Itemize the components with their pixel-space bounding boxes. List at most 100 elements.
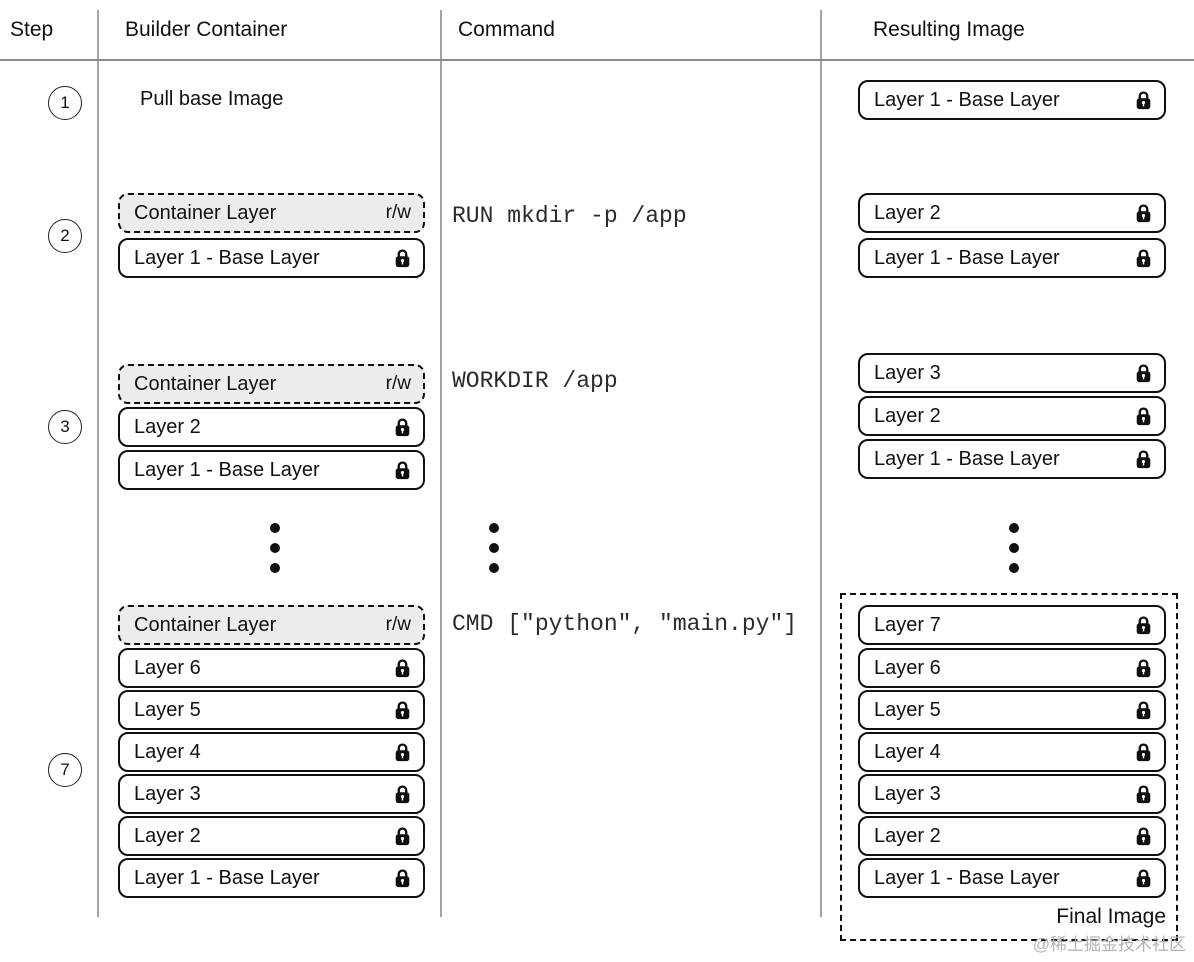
column-header-builder-container: Builder Container [125,18,288,41]
layer-box: Layer 3 [858,353,1166,393]
column-header-step: Step [10,18,54,41]
layer-box: Layer 2 [858,396,1166,436]
layer-box: Layer 4 [858,732,1166,772]
step-circle-2: 2 [48,219,82,253]
layer-label: Layer 4 [874,740,941,763]
command-text-workdir: WORKDIR /app [452,368,618,394]
step-number: 1 [60,93,70,112]
lock-icon [1135,868,1152,888]
layer-box: Layer 1 - Base Layer [118,450,425,490]
layer-label: Layer 4 [134,740,201,763]
layer-label: Layer 2 [874,404,941,427]
rw-badge: r/w [385,614,411,635]
lock-icon [1135,615,1152,635]
layer-label: Layer 6 [874,656,941,679]
column-header-resulting-image: Resulting Image [873,18,1025,41]
layer-label: Layer 1 - Base Layer [134,458,320,481]
step-number: 3 [60,417,70,436]
container-layer-box: Container Layer r/w [118,605,425,645]
container-layer-label: Container Layer [134,372,277,395]
step-number: 7 [60,760,70,779]
lock-icon [1135,363,1152,383]
layer-label: Layer 1 - Base Layer [874,447,1060,470]
step-circle-3: 3 [48,410,82,444]
lock-icon [1135,784,1152,804]
layer-box: Layer 5 [858,690,1166,730]
layer-box: Layer 1 - Base Layer [858,80,1166,120]
lock-icon [394,742,411,762]
layer-label: Layer 2 [134,824,201,847]
layer-box: Layer 1 - Base Layer [858,858,1166,898]
layer-box: Layer 1 - Base Layer [118,858,425,898]
lock-icon [394,868,411,888]
lock-icon [1135,658,1152,678]
column-divider-builder [440,10,442,917]
lock-icon [394,784,411,804]
step-circle-7: 7 [48,753,82,787]
lock-icon [1135,90,1152,110]
column-header-command: Command [458,18,555,41]
lock-icon [1135,742,1152,762]
lock-icon [394,417,411,437]
column-divider-command [820,10,822,917]
lock-icon [394,460,411,480]
step-number: 2 [60,226,70,245]
layer-label: Layer 1 - Base Layer [874,246,1060,269]
layer-label: Layer 3 [874,361,941,384]
layer-box: Layer 2 [118,816,425,856]
layer-box: Layer 3 [858,774,1166,814]
layer-box: Layer 6 [858,648,1166,688]
layer-label: Layer 1 - Base Layer [874,88,1060,111]
layer-label: Layer 3 [134,782,201,805]
builder-note-pull-base-image: Pull base Image [140,88,284,110]
step-circle-1: 1 [48,86,82,120]
layer-box: Layer 7 [858,605,1166,645]
layer-label: Layer 5 [134,698,201,721]
final-image-box [840,593,1178,941]
lock-icon [394,700,411,720]
layer-label: Layer 6 [134,656,201,679]
layer-box: Layer 3 [118,774,425,814]
layer-box: Layer 1 - Base Layer [858,238,1166,278]
lock-icon [394,248,411,268]
layer-label: Layer 1 - Base Layer [134,246,320,269]
layer-box: Layer 2 [858,816,1166,856]
layer-label: Layer 1 - Base Layer [134,866,320,889]
layer-label: Layer 7 [874,613,941,636]
ellipsis-dots [270,523,280,583]
lock-icon [394,658,411,678]
command-text-cmd: CMD ["python", "main.py"] [452,611,798,637]
ellipsis-dots [1009,523,1019,583]
layer-box: Layer 2 [858,193,1166,233]
layer-box: Layer 5 [118,690,425,730]
lock-icon [1135,203,1152,223]
header-divider [0,59,1194,61]
lock-icon [1135,248,1152,268]
ellipsis-dots [489,523,499,583]
layer-label: Layer 5 [874,698,941,721]
rw-badge: r/w [385,202,411,223]
layer-box: Layer 4 [118,732,425,772]
rw-badge: r/w [385,373,411,394]
lock-icon [394,826,411,846]
column-divider-step [97,10,99,917]
container-layer-box: Container Layer r/w [118,193,425,233]
container-layer-box: Container Layer r/w [118,364,425,404]
lock-icon [1135,406,1152,426]
lock-icon [1135,826,1152,846]
lock-icon [1135,449,1152,469]
final-image-label: Final Image [1056,905,1166,928]
layer-box: Layer 6 [118,648,425,688]
layer-label: Layer 1 - Base Layer [874,866,1060,889]
lock-icon [1135,700,1152,720]
container-layer-label: Container Layer [134,201,277,224]
layer-box: Layer 1 - Base Layer [858,439,1166,479]
layer-label: Layer 2 [134,415,201,438]
watermark: @稀土掘金技术社区 [1032,935,1186,954]
command-text-run-mkdir: RUN mkdir -p /app [452,203,687,229]
layer-box: Layer 1 - Base Layer [118,238,425,278]
layer-box: Layer 2 [118,407,425,447]
layer-label: Layer 3 [874,782,941,805]
layer-label: Layer 2 [874,201,941,224]
